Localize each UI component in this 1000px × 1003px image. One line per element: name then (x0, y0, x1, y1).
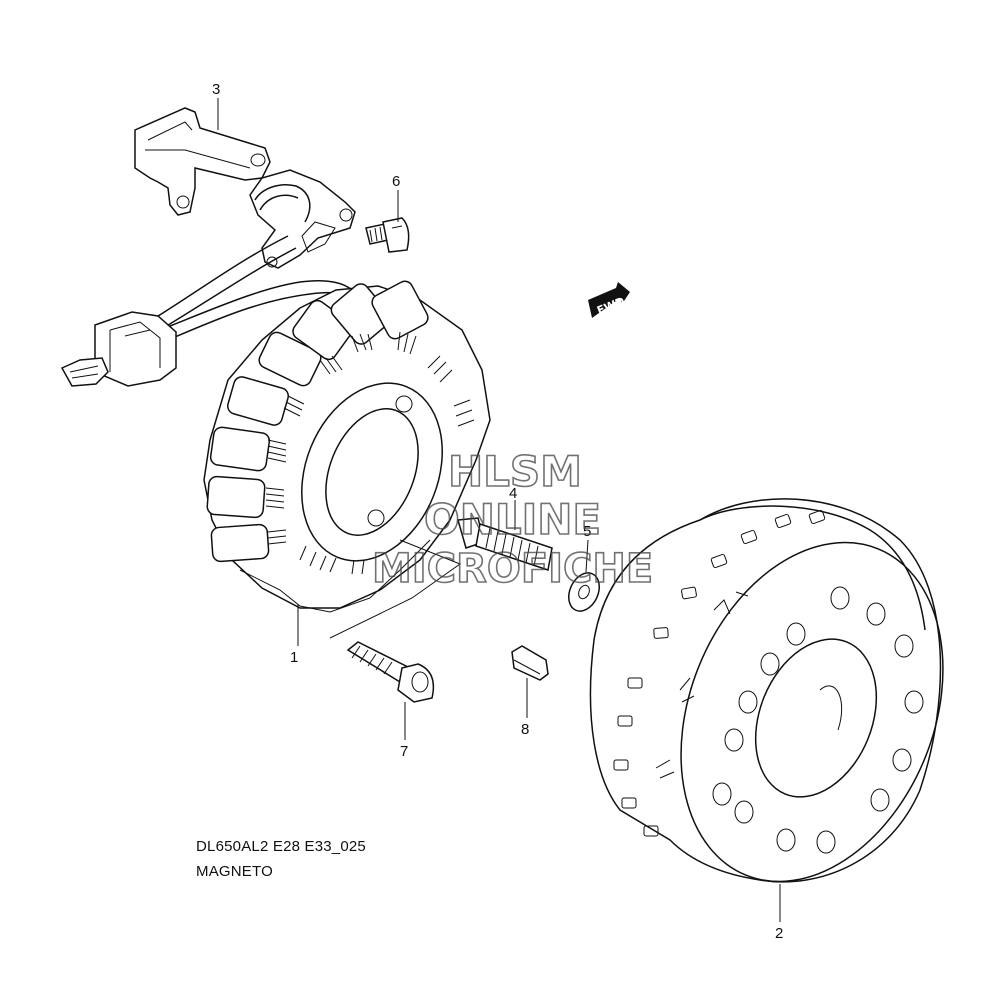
part-5-washer[interactable] (563, 568, 605, 616)
callout-labels: 3 6 1 4 5 7 8 2 (212, 81, 783, 942)
watermark: HLSM ONLINE MICROFICHE (371, 446, 654, 593)
part-4-bolt[interactable] (457, 517, 553, 571)
callout-8: 8 (521, 721, 529, 738)
callout-1: 1 (290, 649, 298, 666)
part-8-key[interactable] (511, 645, 549, 681)
fwd-direction-badge: FWD (588, 282, 630, 318)
leader-lines (217, 98, 781, 922)
watermark-line1: HLSM (448, 447, 582, 496)
part-6-screw[interactable] (365, 217, 410, 253)
part-1-stator[interactable] (203, 278, 491, 613)
callout-7: 7 (400, 743, 408, 760)
watermark-line3: MICROFICHE (372, 546, 653, 592)
model-code-caption: DL650AL2 E28 E33_025 (196, 838, 366, 855)
callout-6: 6 (392, 173, 400, 190)
callout-5: 5 (583, 523, 591, 540)
callout-3: 3 (212, 81, 220, 98)
watermark-line2: ONLINE (424, 495, 601, 544)
part-2-rotor[interactable] (589, 498, 991, 921)
section-title: MAGNETO (196, 863, 273, 880)
callout-4: 4 (509, 485, 517, 502)
callout-2: 2 (775, 925, 783, 942)
part-3-bracket[interactable] (134, 107, 271, 216)
part-7-bolt[interactable] (346, 641, 435, 703)
